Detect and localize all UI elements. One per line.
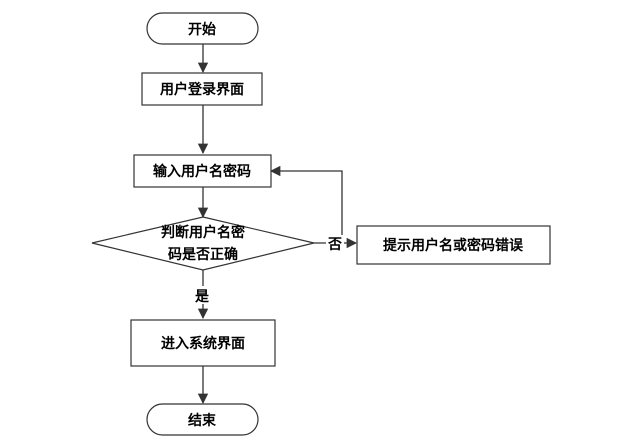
start-label: 开始 xyxy=(188,21,216,38)
input-credentials-label: 输入用户名密码 xyxy=(153,163,251,180)
decision-label-line1: 判断用户名密 xyxy=(161,224,245,241)
error-prompt-label: 提示用户名或密码错误 xyxy=(383,237,524,254)
yes-label-bg xyxy=(191,286,213,304)
error-prompt-node: 提示用户名或密码错误 xyxy=(356,225,551,265)
decision-node: 判断用户名密 码是否正确 xyxy=(91,216,315,271)
no-label: 否 xyxy=(327,237,342,253)
input-credentials-node: 输入用户名密码 xyxy=(133,154,272,188)
login-page-label: 用户登录界面 xyxy=(160,81,244,98)
no-label-bg xyxy=(326,235,344,253)
edge-error-back-to-input xyxy=(269,165,343,243)
login-page-node: 用户登录界面 xyxy=(141,72,263,106)
decision-label-line2: 码是否正确 xyxy=(168,246,238,263)
enter-system-node: 进入系统界面 xyxy=(130,319,276,367)
start-node: 开始 xyxy=(146,12,259,45)
end-node: 结束 xyxy=(146,403,259,436)
end-label: 结束 xyxy=(188,412,217,429)
enter-system-label: 进入系统界面 xyxy=(161,335,245,352)
yes-label: 是 xyxy=(195,289,210,305)
